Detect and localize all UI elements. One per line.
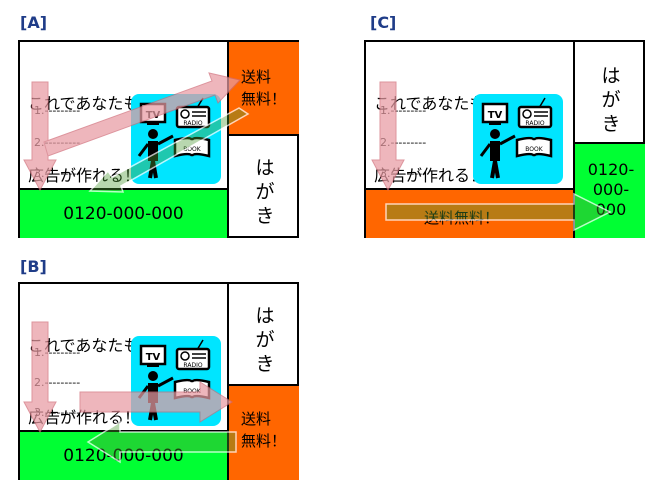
- book-icon: BOOK: [173, 378, 211, 400]
- free-shipping-line2: 無料！: [241, 90, 287, 108]
- label-panel-c: [C]: [370, 13, 397, 32]
- presenter-icon: [479, 129, 516, 179]
- list-item-3: 3.---------: [380, 167, 427, 180]
- presenter-icon: [137, 129, 174, 179]
- media-illustration: TV RADIO BOOK: [131, 94, 221, 184]
- postcard-char-2: が: [255, 181, 275, 203]
- postcard-char-2: が: [255, 329, 275, 351]
- list-item-2: 2.---------: [34, 136, 81, 149]
- free-shipping-line1: 送料: [241, 410, 272, 428]
- media-illustration: TV RADIO BOOK: [473, 94, 563, 184]
- book-icon: BOOK: [515, 136, 553, 158]
- postcard-char-1: は: [255, 305, 275, 327]
- list-item-3: 3.---------: [34, 406, 81, 419]
- radio-label: RADIO: [183, 120, 202, 127]
- postcard-char-1: は: [601, 65, 621, 87]
- list-item-1: 1.---------: [34, 104, 81, 117]
- radio-icon: RADIO: [175, 339, 211, 371]
- postcard-char-2: が: [601, 89, 621, 111]
- pointer-icon: [157, 134, 174, 146]
- tv-label: TV: [146, 352, 161, 363]
- free-shipping-cell: 送料 無料！: [227, 386, 299, 480]
- book-icon: BOOK: [173, 136, 211, 158]
- book-label: BOOK: [183, 146, 201, 153]
- tv-label: TV: [488, 110, 503, 121]
- book-label: BOOK: [525, 146, 543, 153]
- list-item-1: 1.---------: [34, 346, 81, 359]
- tv-icon: TV: [139, 102, 167, 125]
- pointer-icon: [157, 376, 174, 388]
- panel-c: は が き 0120- 000- 000 送料無料！ これであなたも当たる 広告…: [364, 40, 645, 238]
- phone-cell: 0120- 000- 000: [573, 144, 645, 238]
- postcard-char-3: き: [255, 205, 275, 227]
- panel-a: 送料 無料！ は が き 0120-000-000 これであなたも当たる 広告が…: [18, 40, 299, 238]
- postcard-cell: は が き: [227, 284, 299, 386]
- radio-icon: RADIO: [517, 97, 553, 129]
- tv-icon: TV: [481, 102, 509, 125]
- label-panel-a: [A]: [20, 13, 48, 32]
- postcard-char-1: は: [255, 157, 275, 179]
- list-item-2: 2.---------: [34, 376, 81, 389]
- free-shipping-cell: 送料 無料！: [227, 42, 299, 136]
- phone-line-3: 000: [595, 200, 627, 219]
- tv-label: TV: [146, 110, 161, 121]
- postcard-char-3: き: [601, 113, 621, 135]
- radio-label: RADIO: [525, 120, 544, 127]
- radio-icon: RADIO: [175, 97, 211, 129]
- pointer-icon: [499, 134, 516, 146]
- label-panel-b: [B]: [20, 257, 47, 276]
- panel-b: は が き 送料 無料！ 0120-000-000 これであなたも当たる 広告が…: [18, 282, 299, 480]
- postcard-cell: は が き: [227, 136, 299, 238]
- postcard-cell: は が き: [573, 42, 645, 144]
- postcard-char-3: き: [255, 353, 275, 375]
- book-label: BOOK: [183, 388, 201, 395]
- phone-line-1: 0120-: [587, 160, 635, 179]
- phone-number: 0120-000-000: [63, 204, 184, 224]
- tv-icon: TV: [139, 344, 167, 367]
- media-illustration: TV RADIO BOOK: [131, 336, 221, 426]
- list-item-3: 3.---------: [34, 167, 81, 180]
- list-item-1: 1.---------: [380, 104, 427, 117]
- free-shipping-line2: 無料！: [241, 432, 287, 450]
- list-item-2: 2.---------: [380, 136, 427, 149]
- presenter-icon: [137, 371, 174, 421]
- headline-line2: 広告が作れる！！: [374, 166, 503, 185]
- phone-line-2: 000-: [592, 180, 630, 199]
- radio-label: RADIO: [183, 362, 202, 369]
- free-shipping-line1: 送料: [241, 68, 272, 86]
